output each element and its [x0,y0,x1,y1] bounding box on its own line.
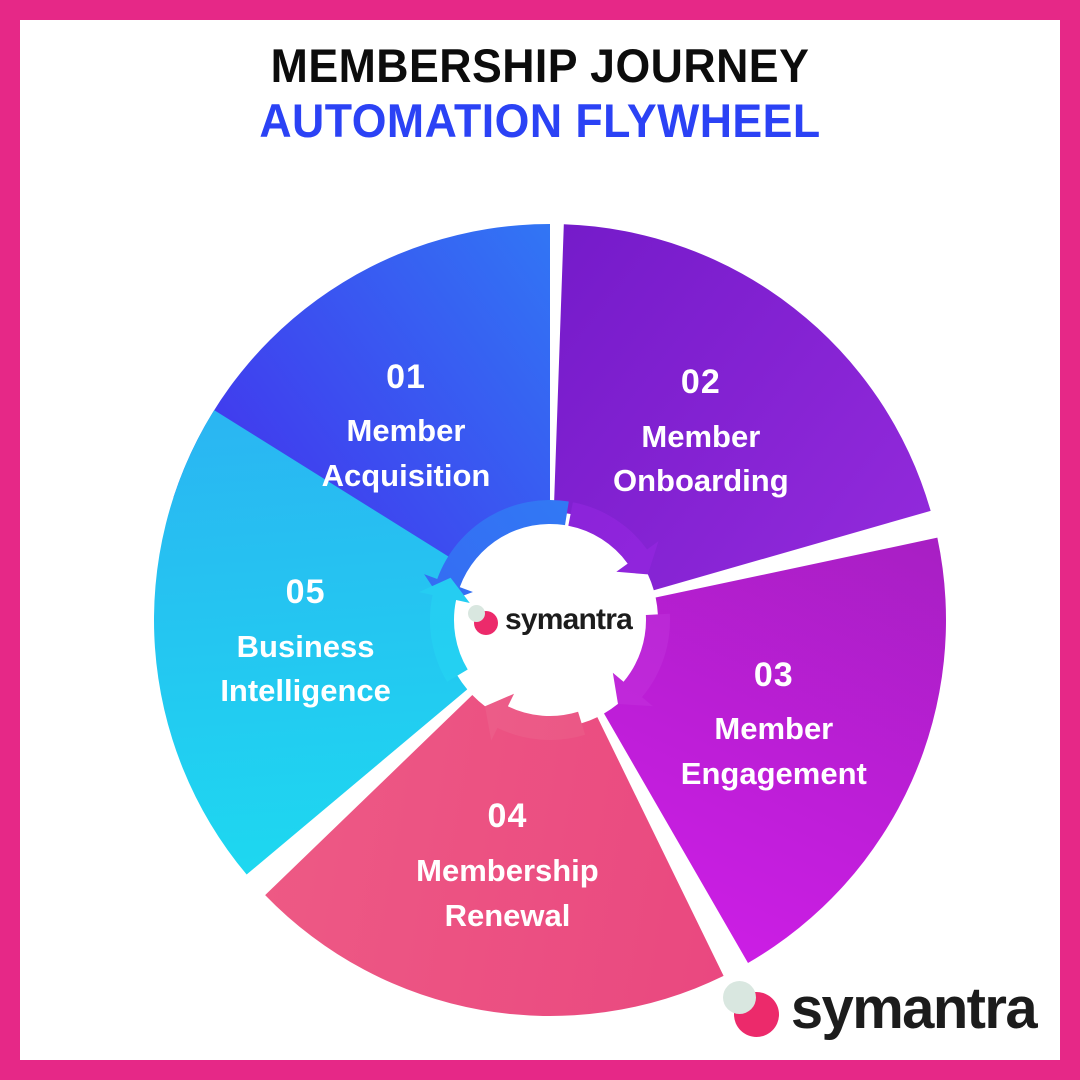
brand-logo-wordmark: symantra [790,976,1038,1041]
brand-logo: symantra [722,975,1038,1042]
flywheel-segment-03[interactable] [604,537,946,963]
flywheel-arrow-01 [424,499,569,604]
flywheel-segment-02[interactable] [553,224,931,591]
title-line-primary: MEMBERSHIP JOURNEY [270,39,810,92]
hub-logo: symantra [424,598,676,642]
hub-logo-mint-dot-icon [467,605,485,622]
flywheel-hub: symantra [424,494,676,746]
brand-logo-mint-dot-icon [722,980,756,1014]
flywheel-segment-04[interactable] [265,695,724,1016]
flywheel-arrow-05 [418,577,470,682]
hub-logo-wordmark: symantra [504,603,633,636]
flywheel-segment-05[interactable] [154,410,468,875]
flywheel-arrow-03 [612,613,671,707]
flywheel-arrow-ring [418,499,671,741]
page-title: MEMBERSHIP JOURNEY AUTOMATION FLYWHEEL [0,38,1080,149]
flywheel-segments [154,224,946,1016]
title-line-secondary: AUTOMATION FLYWHEEL [259,94,821,148]
hub-logo-mark-icon [467,605,498,635]
flywheel-arrow-02 [568,502,659,575]
flywheel-arrow-04 [485,693,586,741]
brand-logo-mark-icon [722,980,779,1037]
